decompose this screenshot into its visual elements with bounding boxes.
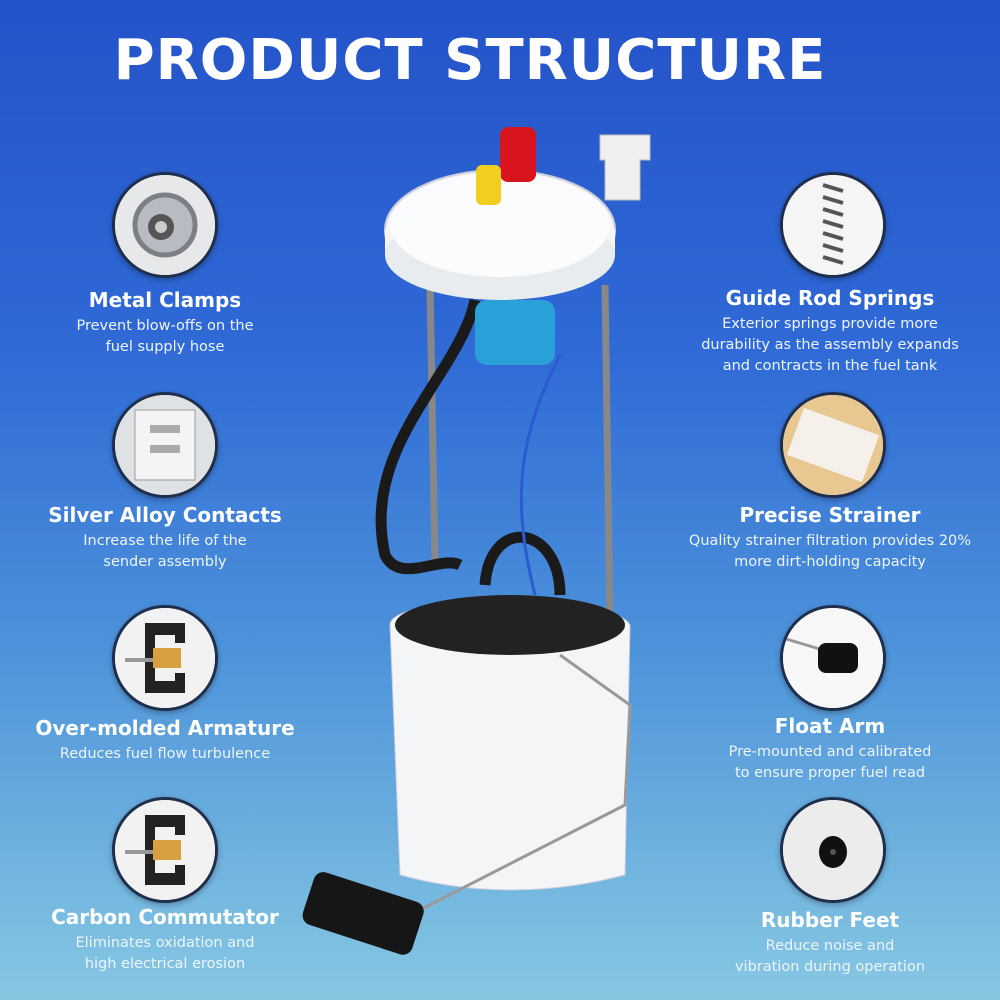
metal-clamp-icon (112, 172, 218, 278)
feature-heading: Rubber Feet (760, 908, 900, 932)
fuel-pump-assembly-image (302, 127, 651, 955)
feature-heading: Precise Strainer (739, 503, 921, 527)
silver-contacts-icon (112, 392, 218, 498)
feature-desc: Reduces fuel flow turbulence (59, 746, 271, 762)
feature-desc: Quality strainer filtration provides 20%… (688, 533, 972, 570)
strainer-icon (780, 392, 886, 498)
feature-heading: Carbon Commutator (51, 905, 279, 929)
rubber-feet-icon (780, 797, 886, 903)
commutator-icon (112, 797, 218, 903)
feature-heading: Float Arm (774, 714, 886, 738)
spring-icon (780, 172, 886, 278)
armature-icon (112, 605, 218, 711)
feature-heading: Guide Rod Springs (725, 286, 935, 310)
feature-heading: Over-molded Armature (35, 716, 295, 740)
feature-heading: Silver Alloy Contacts (48, 503, 282, 527)
feature-heading: Metal Clamps (88, 288, 242, 312)
page-title: PRODUCT STRUCTURE (113, 28, 827, 93)
float-arm-icon (780, 605, 886, 711)
